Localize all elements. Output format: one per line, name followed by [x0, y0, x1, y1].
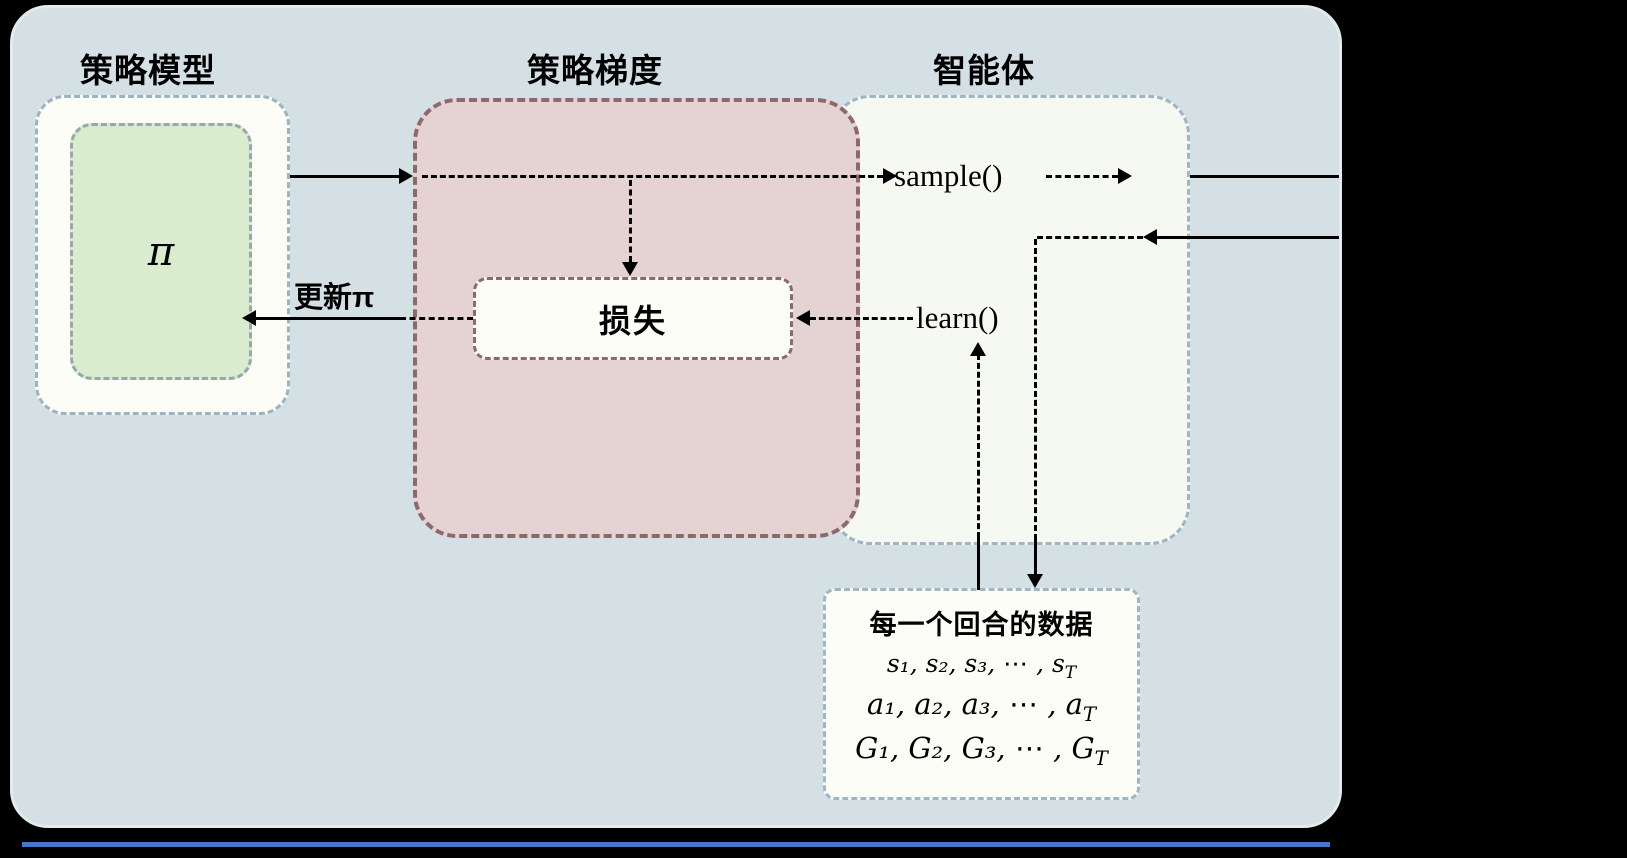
- arrow-loss-to-policy-head: [242, 310, 256, 326]
- arrow-agent-to-data-head: [1027, 574, 1043, 588]
- line-environment-return-dash: [1037, 236, 1143, 239]
- arrow-learn-to-loss-dash: [810, 317, 913, 320]
- line-environment-return: [1157, 236, 1339, 239]
- episode-actions-subscript: T: [1082, 703, 1097, 727]
- agent-title: 智能体: [933, 52, 1035, 89]
- arrow-gradient-to-loss-dash: [629, 180, 632, 262]
- policy-gradient-title: 策略梯度: [527, 52, 663, 89]
- line-agent-to-environment: [1190, 175, 1339, 178]
- arrow-loss-to-policy-dash: [400, 317, 473, 320]
- episode-returns-subscript: T: [1094, 746, 1108, 770]
- arrow-gradient-to-sample-dash: [422, 175, 883, 178]
- arrow-policy-to-gradient-head: [399, 168, 413, 184]
- learn-label: learn(): [916, 300, 999, 335]
- arrow-environment-return-head: [1143, 229, 1157, 245]
- agent-box: [830, 95, 1190, 545]
- pi-box: π: [70, 123, 252, 380]
- episode-data-title: 每一个回合的数据: [869, 610, 1094, 640]
- arrow-loss-to-policy-line: [256, 317, 400, 320]
- arrow-data-to-learn-head: [970, 342, 986, 356]
- policy-model-title: 策略模型: [80, 52, 216, 89]
- episode-returns-line: G₁, G₂, G₃, ⋯ , GT: [826, 730, 1137, 771]
- episode-returns-text: G₁, G₂, G₃, ⋯ , G: [855, 730, 1095, 765]
- episode-actions-text: a₁, a₂, a₃, ⋯ , a: [866, 687, 1083, 722]
- arrow-gradient-to-loss-head: [622, 262, 638, 276]
- loss-box: 损失: [473, 277, 793, 360]
- arrow-sample-to-agent-dash: [1046, 175, 1118, 178]
- pi-symbol: π: [147, 228, 175, 275]
- arrow-data-to-learn-dash: [977, 354, 980, 538]
- sample-label: sample(): [894, 158, 1003, 193]
- episode-actions-line: a₁, a₂, a₃, ⋯ , aT: [826, 686, 1137, 727]
- episode-data-box: 每一个回合的数据 s₁, s₂, s₃, ⋯ , sT a₁, a₂, a₃, …: [823, 588, 1140, 800]
- arrow-data-to-learn-line: [977, 538, 980, 590]
- update-pi-label: 更新π: [294, 282, 375, 314]
- arrow-agent-to-data-line: [1034, 540, 1037, 576]
- episode-states-line: s₁, s₂, s₃, ⋯ , sT: [826, 648, 1137, 684]
- arrow-policy-to-gradient-line: [290, 175, 400, 178]
- episode-states-text: s₁, s₂, s₃, ⋯ , s: [886, 649, 1065, 678]
- episode-states-subscript: T: [1064, 663, 1077, 683]
- bottom-blue-line: [22, 842, 1330, 847]
- arrow-sample-to-agent-head: [1118, 168, 1132, 184]
- loss-label: 损失: [598, 302, 667, 339]
- arrow-agent-to-data-dash: [1034, 239, 1037, 540]
- arrow-gradient-to-sample-head: [883, 168, 897, 184]
- arrow-learn-to-loss-head: [796, 310, 810, 326]
